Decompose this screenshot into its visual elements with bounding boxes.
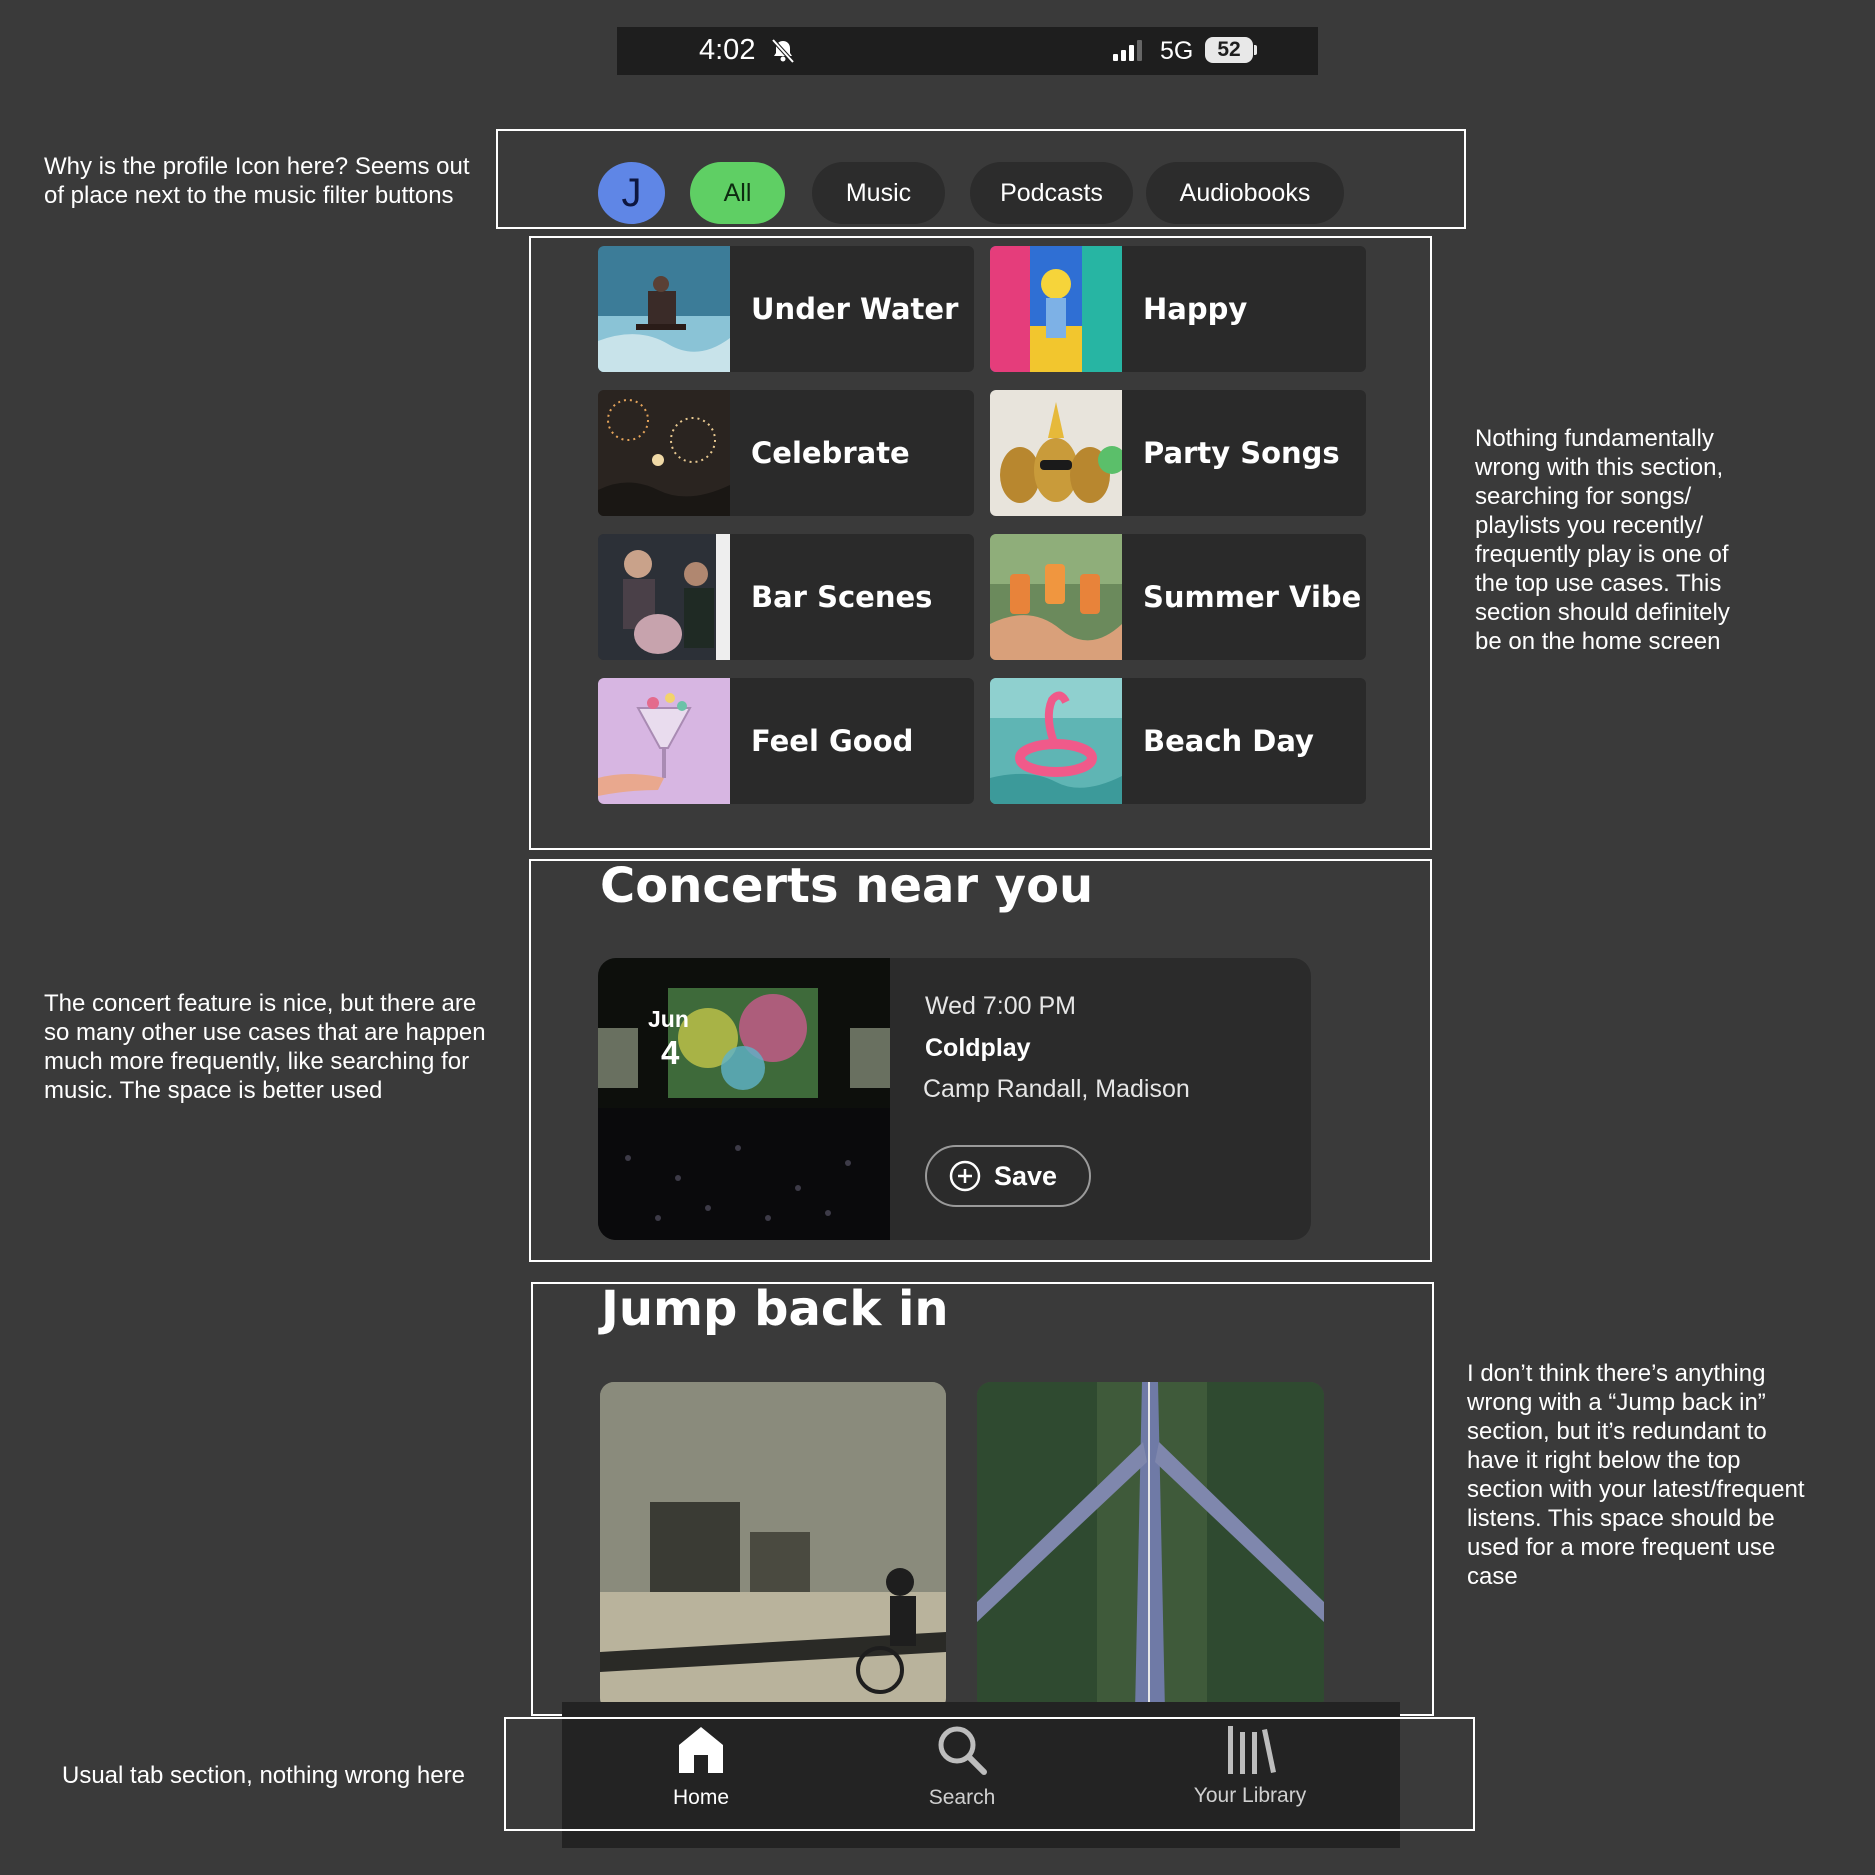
concerts-section-title: Concerts near you xyxy=(600,858,1094,914)
frame-shortcuts xyxy=(529,236,1432,850)
shortcut-label: Party Songs xyxy=(1143,436,1340,470)
tab-search[interactable]: Search xyxy=(928,1786,996,1809)
shortcut-tile-party-songs[interactable]: Party Songs xyxy=(990,390,1366,516)
status-bar: 4:02 5G 52 xyxy=(617,27,1318,75)
home-icon[interactable] xyxy=(677,1725,725,1775)
annotation-line: section, but it’s redundant to xyxy=(1467,1418,1767,1445)
shortcut-tile-feel-good[interactable]: Feel Good xyxy=(598,678,974,804)
tab-home[interactable]: Home xyxy=(672,1786,730,1809)
concert-month: Jun xyxy=(648,1006,689,1032)
jump-back-section-title: Jump back in xyxy=(601,1281,949,1337)
annotation-line: used for a more frequent use xyxy=(1467,1534,1776,1561)
shortcut-label: Summer Vibe xyxy=(1143,580,1362,614)
summer-vibe-thumbnail xyxy=(990,534,1122,660)
shortcut-tile-summer-vibe[interactable]: Summer Vibe xyxy=(990,534,1366,660)
annotation-tabs: Usual tab section, nothing wrong here xyxy=(62,1762,465,1789)
shortcut-tile-happy[interactable]: Happy xyxy=(990,246,1366,372)
annotation-line: be on the home screen xyxy=(1475,628,1721,655)
shortcut-label: Under Water xyxy=(751,292,959,326)
jump-back-item-street[interactable] xyxy=(600,1382,946,1712)
status-time: 4:02 xyxy=(699,34,756,66)
battery-icon: 52 xyxy=(1205,37,1253,63)
annotation-line: so many other use cases that are happen xyxy=(44,1019,486,1046)
concert-artist: Coldplay xyxy=(925,1034,1031,1062)
concert-venue: Camp Randall, Madison xyxy=(923,1075,1190,1103)
shortcut-tile-under-water[interactable]: Under Water xyxy=(598,246,974,372)
beach-day-thumbnail xyxy=(990,678,1122,804)
filter-chip-podcasts[interactable]: Podcasts xyxy=(970,162,1133,224)
annotation-shortcuts: Nothing fundamentally wrong with this se… xyxy=(1475,424,1730,656)
annotation-line: The concert feature is nice, but there a… xyxy=(44,990,477,1017)
bar-scenes-thumbnail xyxy=(598,534,730,660)
shortcut-label: Feel Good xyxy=(751,724,914,758)
annotation-line: of place next to the music filter button… xyxy=(44,182,454,209)
annotation-line: listens. This space should be xyxy=(1467,1505,1775,1532)
annotation-concerts: The concert feature is nice, but there a… xyxy=(44,989,486,1105)
muted-bell-icon xyxy=(771,38,795,64)
filter-chip-audiobooks[interactable]: Audiobooks xyxy=(1146,162,1344,224)
annotation-line: music. The space is better used xyxy=(44,1077,383,1104)
shortcut-label: Bar Scenes xyxy=(751,580,933,614)
annotation-profile: Why is the profile Icon here? Seems out … xyxy=(44,152,470,210)
annotation-line: searching for songs/ xyxy=(1475,483,1692,510)
frame-tabs xyxy=(504,1717,1475,1831)
shortcut-tile-beach-day[interactable]: Beach Day xyxy=(990,678,1366,804)
annotation-line: wrong with a “Jump back in” xyxy=(1467,1389,1766,1416)
annotation-line: Why is the profile Icon here? Seems out xyxy=(44,153,470,180)
party-songs-thumbnail xyxy=(990,390,1122,516)
annotation-line: wrong with this section, xyxy=(1475,454,1724,481)
concert-image xyxy=(598,958,890,1240)
save-label: Save xyxy=(994,1161,1058,1191)
annotation-line: the top use cases. This xyxy=(1475,570,1722,597)
annotation-line: have it right below the top xyxy=(1467,1447,1741,1474)
annotation-jump-back: I don’t think there’s anything wrong wit… xyxy=(1467,1359,1805,1591)
feel-good-thumbnail xyxy=(598,678,730,804)
frame-filters xyxy=(496,129,1466,229)
filter-chip-all[interactable]: All xyxy=(690,162,785,224)
frame-concerts xyxy=(529,859,1432,1262)
save-button[interactable]: Save xyxy=(925,1145,1091,1207)
library-icon[interactable] xyxy=(1224,1724,1276,1776)
tab-your-library[interactable]: Your Library xyxy=(1193,1784,1307,1807)
annotation-line: I don’t think there’s anything xyxy=(1467,1360,1766,1387)
jump-back-item-forest-road[interactable] xyxy=(977,1382,1324,1712)
network-type: 5G xyxy=(1160,37,1194,65)
filter-chip-music[interactable]: Music xyxy=(812,162,945,224)
shortcut-tile-celebrate[interactable]: Celebrate xyxy=(598,390,974,516)
annotation-line: playlists you recently/ xyxy=(1475,512,1704,539)
shortcut-label: Happy xyxy=(1143,292,1248,326)
shortcut-label: Celebrate xyxy=(751,436,910,470)
annotation-line: case xyxy=(1467,1563,1518,1590)
signal-icon xyxy=(1113,40,1142,61)
concert-datetime: Wed 7:00 PM xyxy=(925,992,1077,1020)
tab-bar xyxy=(562,1702,1400,1848)
search-icon[interactable] xyxy=(936,1724,988,1776)
battery-tip xyxy=(1254,45,1257,55)
profile-avatar[interactable]: J xyxy=(598,162,665,224)
concert-day: 4 xyxy=(661,1034,680,1071)
shortcut-label: Beach Day xyxy=(1143,724,1314,758)
concert-card[interactable]: Jun 4 Wed 7:00 PM Coldplay Camp Randall,… xyxy=(598,958,1311,1240)
celebrate-thumbnail xyxy=(598,390,730,516)
annotation-line: Nothing fundamentally xyxy=(1475,425,1714,452)
happy-thumbnail xyxy=(990,246,1122,372)
shortcut-tile-bar-scenes[interactable]: Bar Scenes xyxy=(598,534,974,660)
annotation-line: frequently play is one of xyxy=(1475,541,1729,568)
under-water-thumbnail xyxy=(598,246,730,372)
annotation-line: much more frequently, like searching for xyxy=(44,1048,470,1075)
annotation-line: section should definitely xyxy=(1475,599,1730,626)
plus-circle-icon xyxy=(949,1160,981,1192)
annotation-line: section with your latest/frequent xyxy=(1467,1476,1805,1503)
